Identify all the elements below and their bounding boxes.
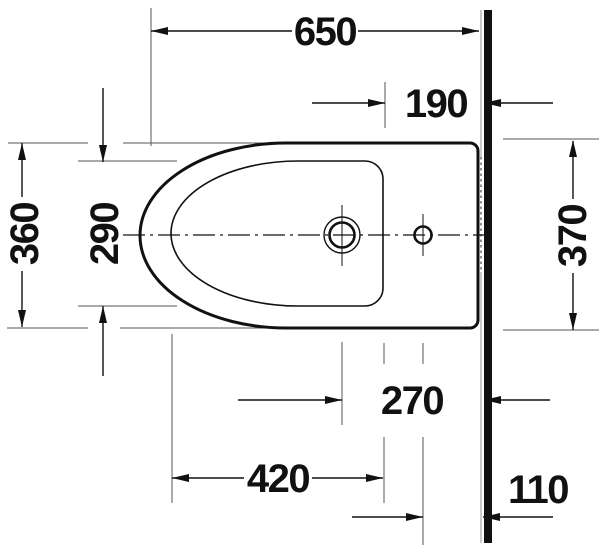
arrow-right-icon: [366, 474, 383, 482]
dimension-basin-width: 290: [83, 88, 127, 376]
arrow-up-icon: [18, 143, 26, 160]
arrow-down-icon: [18, 310, 26, 327]
dimension-rim-back-to-wall: 190: [312, 82, 553, 126]
arrow-left-icon: [483, 513, 500, 521]
dimension-tap-hole-to-wall: 270: [238, 379, 550, 423]
arrow-down-icon: [99, 145, 107, 162]
dim-label-370: 370: [551, 205, 595, 267]
arrow-up-icon: [569, 140, 577, 157]
arrow-left-icon: [484, 99, 501, 107]
dim-label-360: 360: [3, 203, 47, 265]
dimension-overall-width: 360: [3, 143, 47, 327]
bidet-body: [123, 141, 486, 330]
dimension-overall-length: 650: [151, 10, 479, 54]
arrow-right-icon: [406, 513, 423, 521]
dimension-outlet-to-wall: 110: [352, 468, 570, 521]
arrow-right-icon: [325, 396, 342, 404]
arrow-left-icon: [172, 474, 189, 482]
arrow-right-icon: [462, 27, 479, 35]
arrow-right-icon: [368, 99, 385, 107]
arrow-up-icon: [99, 306, 107, 323]
extension-lines: [7, 8, 599, 545]
bidet-inner-basin: [170, 160, 384, 307]
arrow-down-icon: [569, 313, 577, 330]
dim-label-110: 110: [508, 468, 568, 512]
wall-section-bar: [484, 10, 492, 543]
dim-label-270: 270: [381, 379, 443, 423]
dim-label-290: 290: [83, 203, 127, 265]
wall: [480, 10, 492, 543]
dimension-basin-length: 420: [172, 457, 383, 501]
dimension-wall-side-width: 370: [551, 140, 595, 330]
dim-label-420: 420: [247, 457, 309, 501]
arrow-left-icon: [151, 27, 168, 35]
arrow-left-icon: [484, 396, 501, 404]
dim-label-190: 190: [405, 82, 467, 126]
dim-label-650: 650: [294, 10, 356, 54]
